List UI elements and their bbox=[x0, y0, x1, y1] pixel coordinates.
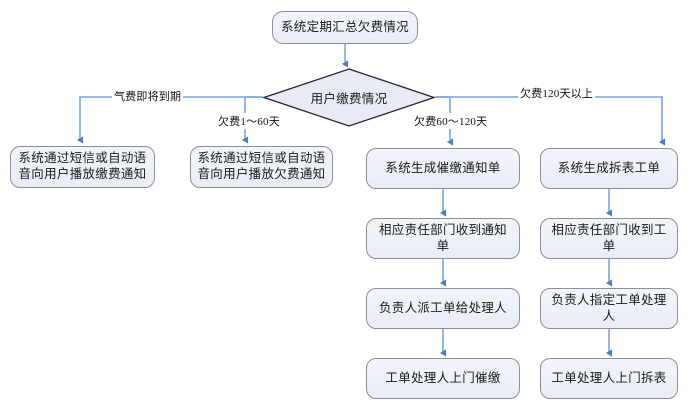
node-start[interactable]: 系统定期汇总欠费情况 bbox=[272, 11, 418, 44]
node-decision[interactable]: 用户缴费情况 bbox=[261, 68, 437, 127]
node-col4-step-4-label: 工单处理人上门拆表 bbox=[551, 370, 667, 385]
node-col3-step-3[interactable]: 负责人派工单给处理人 bbox=[366, 288, 520, 329]
diamond-shape bbox=[261, 68, 437, 127]
edge-label-branch-4: 欠费120天以上 bbox=[518, 85, 596, 101]
node-col4-step-3[interactable]: 负责人指定工单处理人 bbox=[540, 288, 678, 329]
node-col4-step-3-label: 负责人指定工单处理人 bbox=[551, 292, 667, 323]
edge-label-branch-1: 气费即将到期 bbox=[112, 88, 184, 104]
node-col4-step-2-label: 相应责任部门收到工单 bbox=[551, 222, 667, 253]
node-col4-step-1[interactable]: 系统生成拆表工单 bbox=[540, 148, 678, 189]
node-col3-step-1[interactable]: 系统生成催缴通知单 bbox=[366, 148, 520, 189]
node-col3-step-2-label: 相应责任部门收到通知单 bbox=[378, 222, 507, 253]
node-col2-step-1-label: 系统通过短信或自动语音向用户播放欠费通知 bbox=[197, 151, 326, 181]
node-col4-step-1-label: 系统生成拆表工单 bbox=[557, 160, 661, 175]
node-col4-step-4[interactable]: 工单处理人上门拆表 bbox=[540, 358, 678, 399]
node-col3-step-1-label: 系统生成催缴通知单 bbox=[385, 160, 501, 175]
node-col1-step-1-label: 系统通过短信或自动语音向用户播放缴费通知 bbox=[18, 151, 147, 181]
node-col3-step-2[interactable]: 相应责任部门收到通知单 bbox=[366, 218, 520, 259]
edge-label-branch-3: 欠费60～120天 bbox=[412, 113, 490, 129]
node-col2-step-1[interactable]: 系统通过短信或自动语音向用户播放欠费通知 bbox=[190, 146, 333, 188]
node-col1-step-1[interactable]: 系统通过短信或自动语音向用户播放缴费通知 bbox=[10, 146, 155, 188]
edge-label-branch-2: 欠费1～60天 bbox=[216, 113, 282, 129]
node-start-label: 系统定期汇总欠费情况 bbox=[280, 19, 409, 34]
node-col4-step-2[interactable]: 相应责任部门收到工单 bbox=[540, 218, 678, 259]
node-col3-step-4-label: 工单处理人上门催缴 bbox=[385, 370, 501, 385]
node-col3-step-4[interactable]: 工单处理人上门催缴 bbox=[366, 358, 520, 399]
node-col3-step-3-label: 负责人派工单给处理人 bbox=[378, 300, 507, 315]
